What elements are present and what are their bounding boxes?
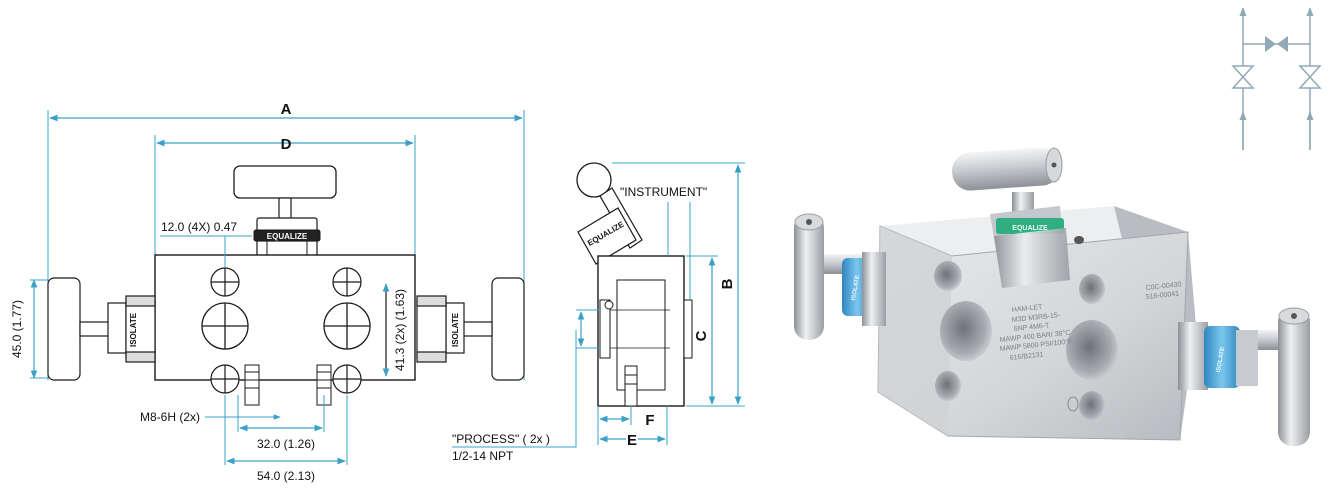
photo-equalize-marking: EQUALIZE — [1012, 225, 1048, 232]
photo-equalize-handle — [952, 147, 1060, 191]
equalize-handle-bar — [233, 165, 337, 199]
photo-body-holes — [934, 236, 1118, 421]
dimension-label-c: C — [693, 330, 710, 341]
mounting-holes — [210, 267, 362, 394]
right-isolate-label: ISOLATE — [451, 312, 460, 347]
threaded-mount-holes — [244, 364, 332, 406]
port-centers-label: 54.0 (2.13) — [257, 469, 315, 483]
front-view-drawing: A D EQUALIZE — [10, 101, 525, 483]
process-thread-label: 1/2-14 NPT — [452, 449, 514, 463]
manifold-body-side — [597, 255, 685, 407]
product-photo: HAM-LET M3D M3RB-15- 6NP 4M6-T MAWP 400 … — [794, 147, 1310, 446]
dimension-label-f: F — [645, 412, 654, 429]
height-dimension-label: 45.0 (1.77) — [10, 300, 24, 358]
right-isolate-valve — [416, 277, 525, 381]
svg-text:6NP 4M6-T: 6NP 4M6-T — [1013, 322, 1050, 333]
svg-text:516-00041: 516-00041 — [1145, 291, 1179, 301]
instrument-label: "INSTRUMENT" — [620, 185, 707, 199]
dimension-label-d: D — [281, 136, 292, 153]
photo-right-isolate-marking: ISOLATE — [1216, 347, 1226, 373]
side-handle-knob — [576, 162, 612, 198]
process-ports — [201, 302, 371, 350]
equalize-ring-label: EQUALIZE — [267, 232, 308, 241]
mount-spacing-label: 32.0 (1.26) — [257, 437, 315, 451]
svg-text:HAM-LET: HAM-LET — [1011, 304, 1043, 314]
manifold-flow-symbol — [1231, 7, 1322, 150]
dimension-label-b: B — [719, 278, 736, 289]
photo-left-handle — [794, 214, 824, 340]
svg-text:616/B2131: 616/B2131 — [1009, 351, 1044, 362]
svg-text:C0C-00430: C0C-00430 — [1145, 281, 1181, 292]
dimension-label-a: A — [281, 101, 292, 118]
left-isolate-valve — [47, 277, 156, 381]
side-view-drawing: EQUALIZE "INSTRUMENT" B C — [452, 162, 745, 463]
port-spacing-dimension-label: 41.3 (2x) (1.63) — [393, 289, 407, 371]
photo-equalize-valve: EQUALIZE — [952, 147, 1070, 288]
photo-left-isolate-valve: ISOLATE — [794, 213, 886, 340]
thread-note: M8-6H (2x) — [140, 410, 200, 424]
hole-spacing-note: 12.0 (4X) 0.47 — [161, 220, 237, 234]
left-isolate-label: ISOLATE — [129, 312, 138, 347]
dimension-label-e: E — [627, 432, 637, 449]
side-angled-stem — [577, 187, 643, 265]
equalize-stem — [278, 197, 292, 221]
photo-right-isolate-valve: ISOLATE — [1178, 307, 1310, 446]
process-label: "PROCESS" ( 2x ) — [452, 432, 550, 446]
photo-left-isolate-marking: ISOLATE — [851, 275, 861, 301]
manifold-body-front — [154, 254, 416, 381]
photo-right-handle — [1278, 308, 1310, 446]
